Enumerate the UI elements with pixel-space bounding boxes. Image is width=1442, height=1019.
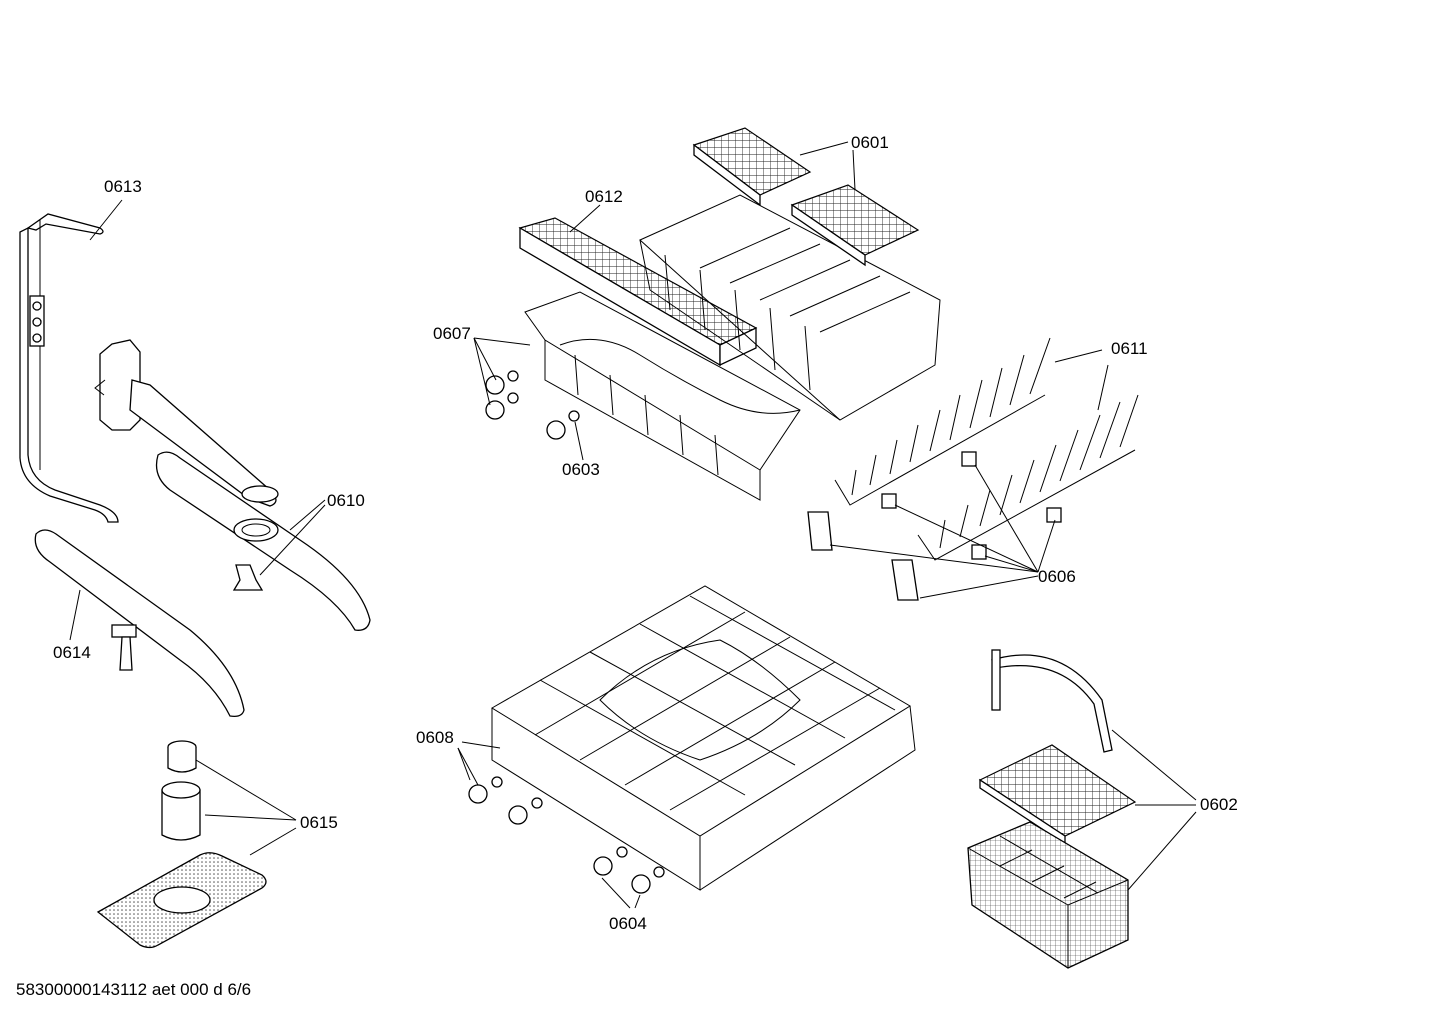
callout-0606: 0606 <box>1038 567 1076 586</box>
callout-0612: 0612 <box>585 187 623 206</box>
lower-spray-arm-part <box>34 529 245 718</box>
callout-0611: 0611 <box>1111 339 1148 358</box>
filter-set-part <box>96 740 267 949</box>
rack-inserts-part <box>692 127 920 267</box>
callout-0603: 0603 <box>562 460 600 479</box>
callout-0602: 0602 <box>1200 795 1238 814</box>
tine-rows-part <box>834 337 1139 561</box>
callout-0601: 0601 <box>851 133 889 152</box>
cutlery-basket-part <box>967 649 1137 969</box>
callout-0613: 0613 <box>104 177 142 196</box>
callout-0607: 0607 <box>433 324 471 343</box>
leader-lines <box>69 141 1197 909</box>
spray-connector-part <box>94 339 279 507</box>
upper-basket-part <box>485 194 941 501</box>
callout-0614: 0614 <box>53 643 91 662</box>
upper-spray-arm-part <box>155 451 371 631</box>
rack-clips-part <box>807 451 1062 601</box>
document-code: 58300000143112 aet 000 d 6/6 <box>16 980 252 999</box>
callout-0604: 0604 <box>609 914 647 933</box>
callout-0610: 0610 <box>327 491 365 510</box>
supply-pipe-part <box>19 213 119 523</box>
callout-0615: 0615 <box>300 813 338 832</box>
callout-labels: 0601 0602 0603 0604 0606 0607 0608 0610 … <box>53 133 1238 933</box>
callout-0608: 0608 <box>416 728 454 747</box>
lower-basket-part <box>468 585 916 894</box>
